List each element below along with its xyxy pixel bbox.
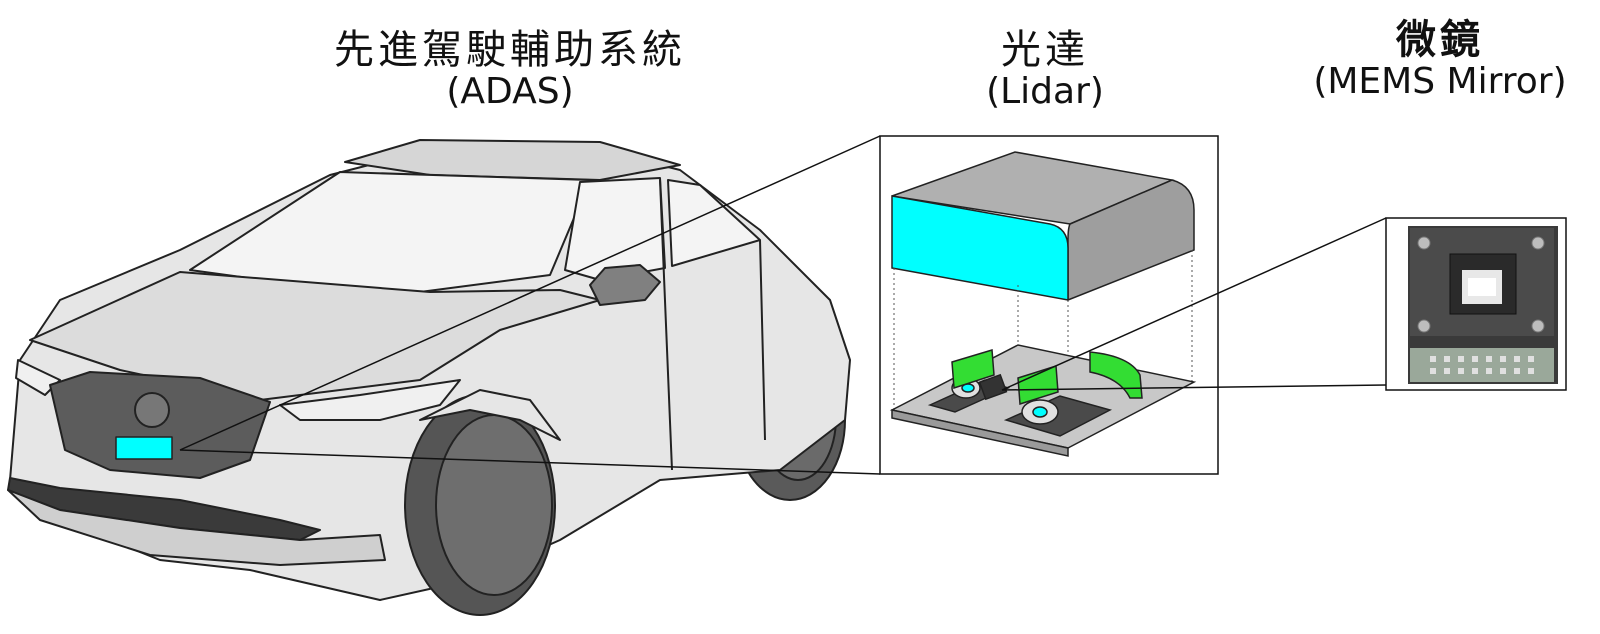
- mems-mirror-highlight: [1468, 278, 1496, 296]
- car-illustration: [7, 139, 851, 616]
- lidar-lid-side: [1067, 179, 1195, 302]
- mems-screw-2: [1531, 236, 1545, 250]
- lidar-module-panel: [879, 135, 1219, 475]
- mems-screw-1: [1417, 236, 1431, 250]
- car-lidar-sensor: [115, 436, 173, 460]
- mems-callout-line-1: [1001, 217, 1387, 391]
- lidar-base-edge: [891, 409, 1069, 457]
- adas-label: 先進駕駛輔助系統 (ADAS): [330, 28, 690, 112]
- car-bumper-trim: [7, 489, 386, 566]
- lidar-bracket-1: [951, 349, 995, 390]
- callout-lines: [179, 135, 881, 475]
- front-wheel: [404, 394, 556, 616]
- lidar-bracket-2: [1017, 365, 1059, 405]
- mems-mirror-photo: [1385, 217, 1567, 391]
- car-door-line: [659, 179, 766, 471]
- car-headlight-left: [15, 359, 61, 396]
- mems-label: 微鏡 (MEMS Mirror): [1290, 18, 1590, 102]
- lidar-base: [889, 344, 1197, 457]
- car-windshield: [189, 171, 591, 293]
- car-side-mirror: [589, 264, 661, 306]
- callout-line-1: [179, 135, 881, 451]
- lidar-label-zh: 光達: [1001, 27, 1089, 73]
- front-wheel-arch: [419, 389, 561, 441]
- car-side-window-front: [564, 177, 666, 281]
- lidar-label: 光達 (Lidar): [960, 28, 1130, 112]
- adas-label-en: (ADAS): [446, 71, 574, 112]
- lidar-bracket-3: [1089, 351, 1143, 399]
- mems-screw-3: [1417, 319, 1431, 333]
- callout-line-2: [179, 449, 881, 475]
- mems-callout-line-2: [1001, 384, 1387, 391]
- mems-connector-strip: [1410, 348, 1554, 382]
- car-emblem: [134, 392, 170, 428]
- mems-screw-4: [1531, 319, 1545, 333]
- mems-callout-lines: [1001, 217, 1387, 391]
- mems-label-en: (MEMS Mirror): [1313, 61, 1567, 102]
- lidar-housing-lid: [891, 151, 1195, 302]
- car-headlight-right: [279, 379, 461, 421]
- lidar-receiver-dot: [1032, 406, 1048, 418]
- adas-label-zh: 先進駕駛輔助系統: [334, 27, 686, 73]
- lidar-label-en: (Lidar): [986, 71, 1104, 112]
- mems-connector-pins: [1430, 356, 1534, 374]
- lidar-mems-chip: [978, 373, 1008, 401]
- lidar-lid-front-window: [891, 195, 1069, 301]
- mems-label-zh: 微鏡: [1396, 16, 1484, 63]
